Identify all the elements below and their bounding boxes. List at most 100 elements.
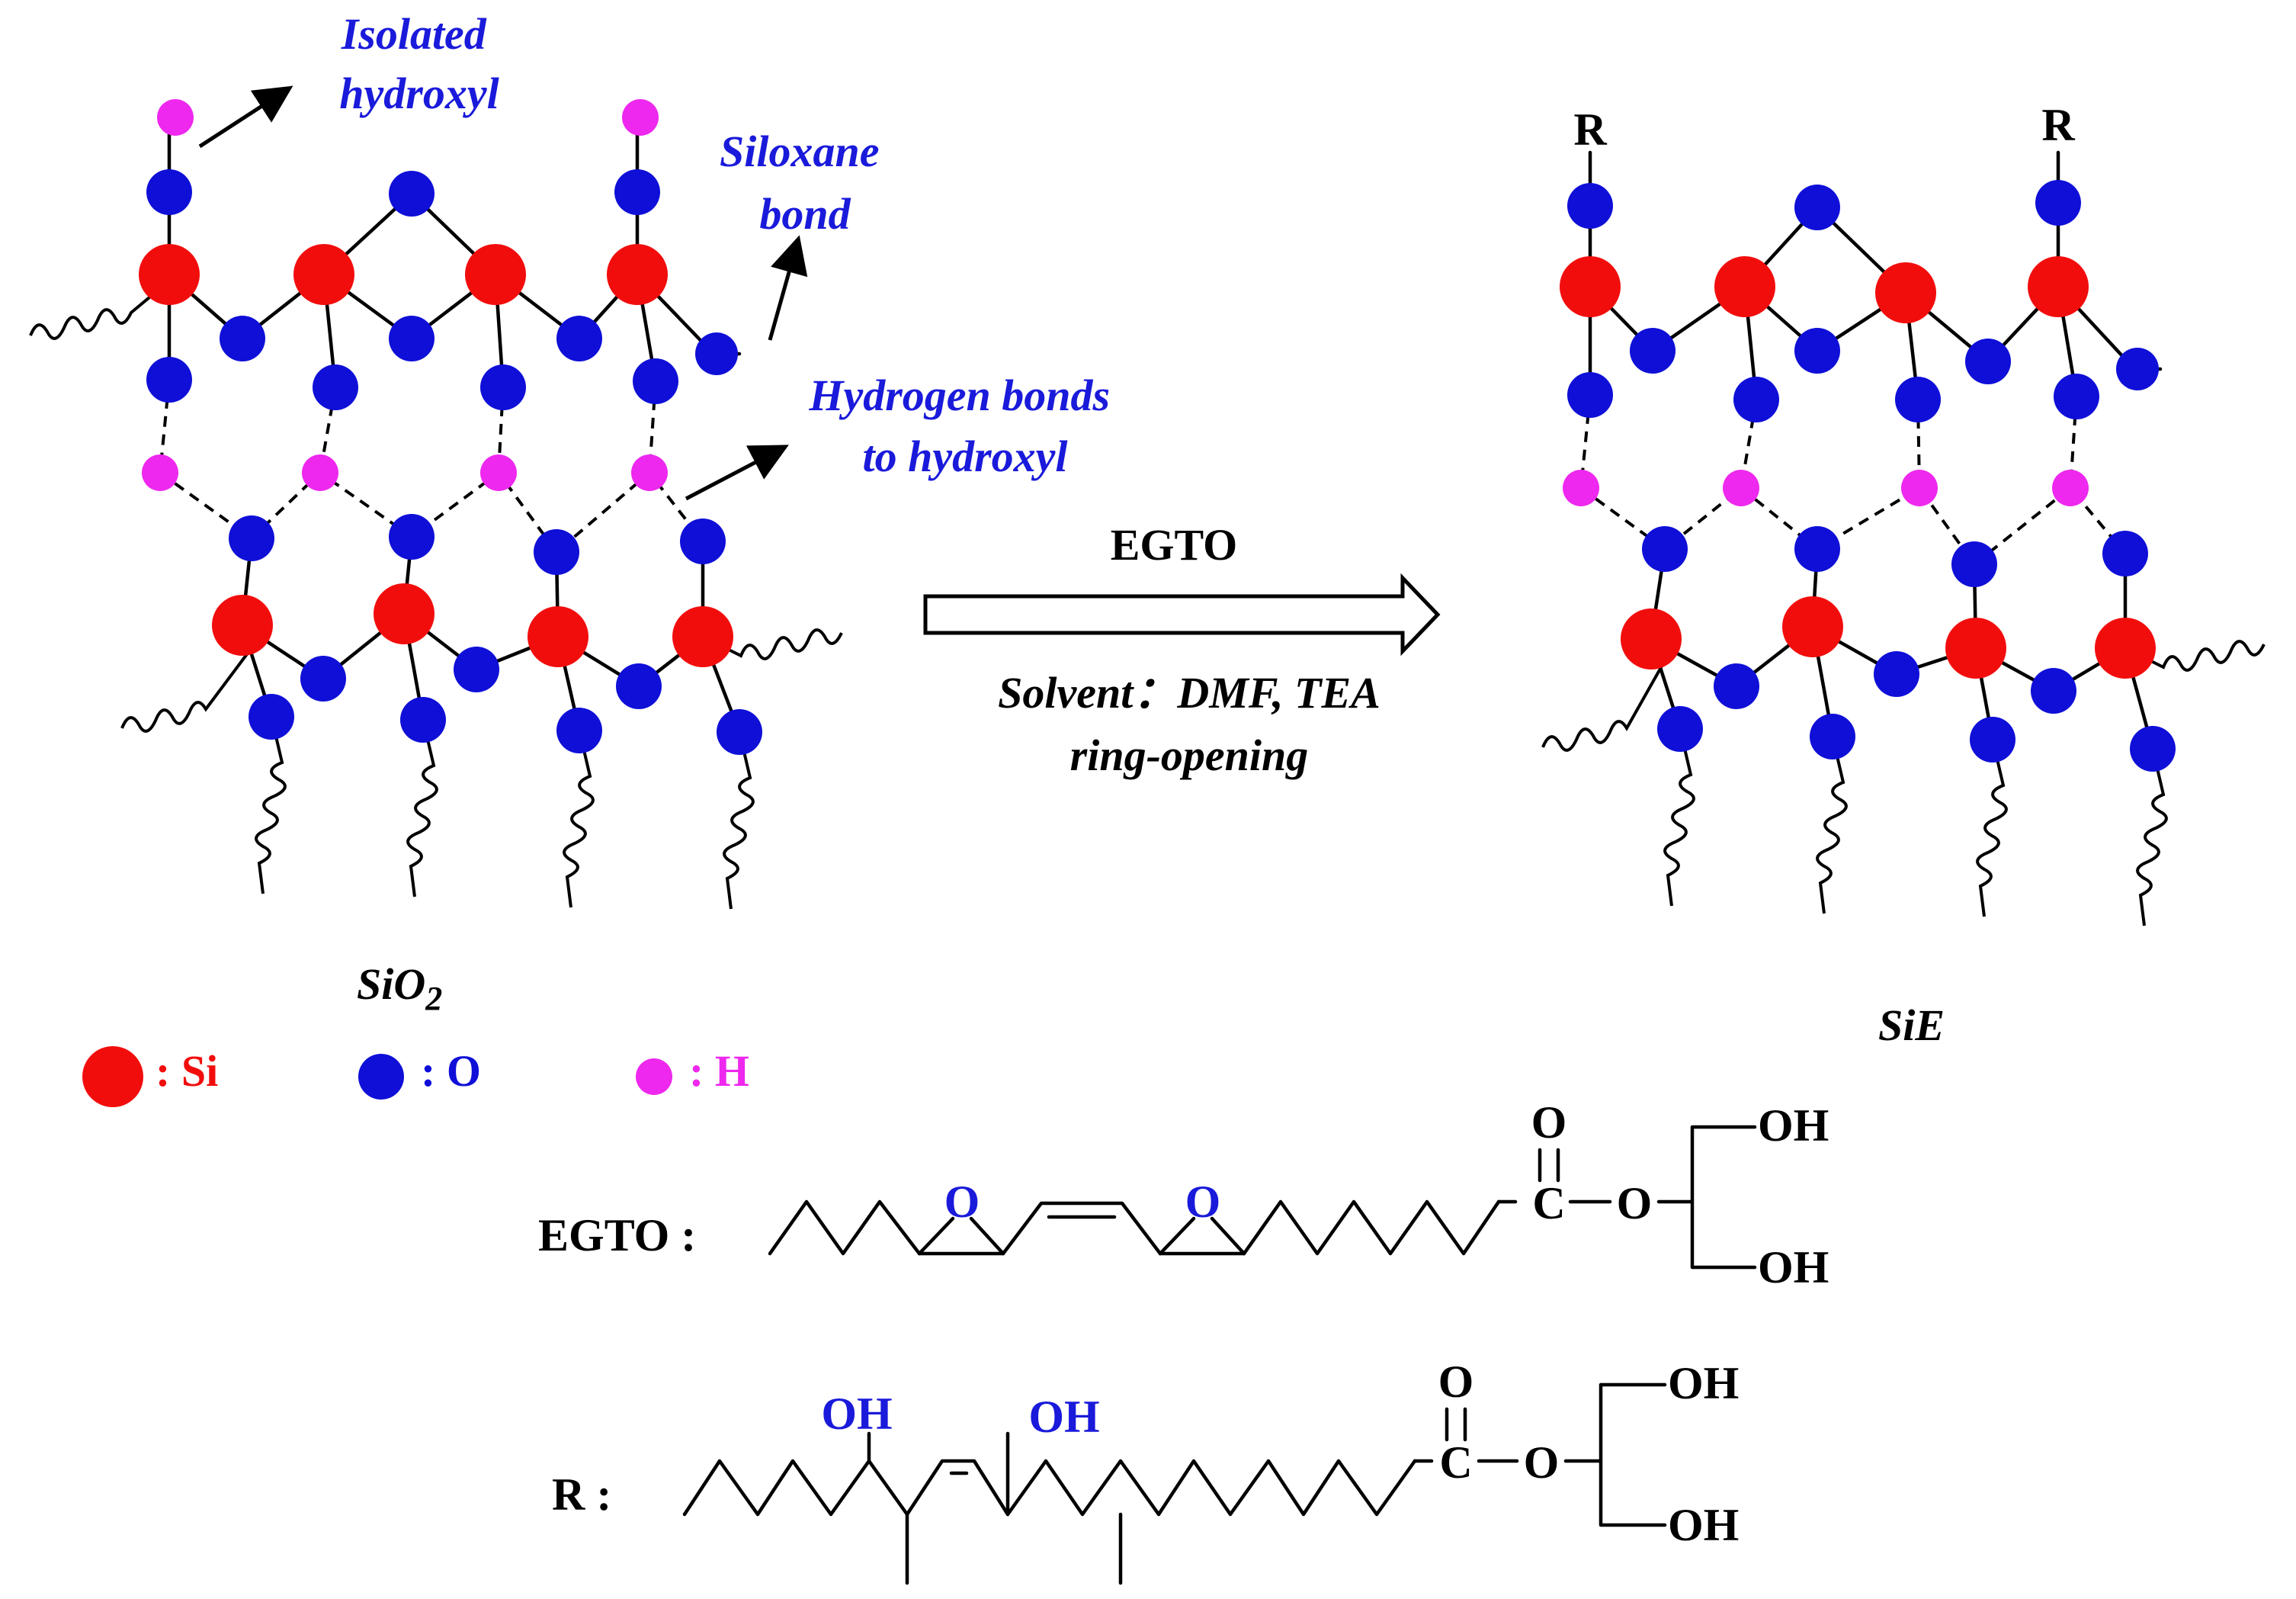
atom-o	[249, 694, 294, 740]
r-ester-oxygen: O	[1524, 1437, 1560, 1488]
legend-si-label: : Si	[156, 1046, 218, 1096]
atom-si	[1945, 618, 2006, 679]
atom-si	[374, 583, 435, 644]
atom-h	[480, 454, 517, 491]
atom-o	[614, 169, 660, 215]
atom-o	[454, 647, 499, 692]
atom-o	[556, 708, 602, 753]
atom-o	[534, 529, 579, 575]
r-carbonyl-carbon: C	[1439, 1437, 1472, 1488]
atom-o	[556, 316, 602, 361]
atom-h	[157, 99, 194, 136]
egto-carbonyl-oxygen: O	[1531, 1097, 1567, 1148]
r-structure: R : OH OH O C O OH OH	[552, 1357, 1739, 1585]
sio2-atoms	[139, 99, 762, 755]
atom-si	[2095, 618, 2156, 679]
epoxide-oxygen-1: O	[944, 1177, 980, 1227]
atom-o	[1874, 651, 1919, 697]
atom-si	[293, 244, 354, 305]
atom-o	[1794, 526, 1840, 572]
hydrogen-bonds-label: Hydrogen bonds to hydroxyl	[808, 371, 1121, 481]
atom-o	[1794, 328, 1840, 374]
atom-o	[2130, 726, 2176, 772]
egto-structure: EGTO : O O O C O OH OH	[538, 1097, 1829, 1292]
atom-si	[1782, 596, 1843, 657]
legend-h-label: : H	[689, 1046, 749, 1096]
sio2-network: Isolated hydroxyl Siloxane bond Hydrogen…	[29, 9, 1121, 1017]
atom-si	[465, 244, 526, 305]
legend-o-label: : O	[421, 1046, 481, 1096]
atom-o	[1642, 526, 1688, 572]
atom-o	[300, 656, 346, 702]
atom-o	[1567, 183, 1613, 229]
atom-si	[212, 595, 273, 656]
reagent-label: EGTO	[1111, 520, 1238, 570]
siloxane-bond-arrow	[768, 235, 808, 341]
atom-h	[1563, 470, 1599, 506]
atom-o	[1810, 714, 1855, 759]
atom-si	[672, 606, 733, 667]
atom-o	[633, 358, 678, 404]
atom-o	[695, 332, 738, 375]
atom-o	[220, 316, 265, 361]
r-hydroxyl-bottom: OH	[1668, 1500, 1739, 1550]
atom-h	[142, 454, 178, 491]
siloxane-bond-label: Siloxane bond	[720, 127, 890, 239]
atom-o	[146, 357, 192, 403]
legend-si-swatch	[82, 1046, 143, 1107]
sie-network: R R	[1541, 100, 2266, 926]
atom-o	[1630, 328, 1676, 374]
r-group-label: R	[1573, 104, 1607, 155]
ring-opening-label: ring-opening	[1070, 730, 1309, 780]
reaction-arrow: EGTO Solvent：DMF, TEA ring-opening	[923, 520, 1441, 780]
atom-o	[389, 316, 435, 361]
sio2-wavy-ends	[29, 281, 843, 910]
atom-o	[389, 171, 435, 217]
atom-si	[2028, 256, 2089, 317]
egto-label: EGTO :	[538, 1210, 696, 1260]
atom-o	[389, 514, 435, 560]
atom-si	[528, 606, 588, 667]
isolated-hydroxyl-label: Isolated hydroxyl	[339, 9, 499, 118]
atom-h	[1723, 470, 1759, 506]
r-hydroxyl-top: OH	[1668, 1358, 1739, 1408]
r-hydroxyl-1: OH	[821, 1389, 892, 1439]
r-group-label: R	[2041, 100, 2075, 150]
sie-atoms	[1560, 180, 2176, 772]
atom-o	[146, 169, 192, 215]
atom-o	[1714, 663, 1759, 709]
epoxide-oxygen-2: O	[1185, 1177, 1221, 1227]
atom-h	[2052, 470, 2089, 506]
atom-si	[139, 244, 200, 305]
atom-o	[2116, 348, 2159, 390]
atom-o	[2035, 180, 2081, 226]
atom-si	[1875, 262, 1936, 323]
legend-o-swatch	[358, 1054, 404, 1100]
atom-o	[1965, 339, 2011, 384]
hydrogen-bond-arrow	[685, 445, 789, 501]
solvent-label: Solvent：DMF, TEA	[998, 668, 1380, 718]
atom-o	[1970, 717, 2015, 763]
atom-o	[1951, 541, 1997, 587]
atom-si	[1560, 256, 1621, 317]
legend-h-swatch	[636, 1058, 672, 1095]
atom-si	[1621, 608, 1682, 669]
atom-o	[1895, 377, 1941, 422]
atom-o	[2031, 668, 2076, 714]
r-hydroxyl-2: OH	[1028, 1392, 1099, 1442]
atom-o	[480, 364, 526, 410]
atom-o	[229, 515, 274, 561]
atom-si	[607, 244, 668, 305]
atom-si	[1714, 256, 1775, 317]
egto-hydroxyl-bottom: OH	[1758, 1242, 1829, 1292]
atom-o	[1657, 706, 1703, 752]
atom-o	[1794, 185, 1840, 230]
sie-label: SiE	[1878, 1000, 1945, 1050]
egto-carbonyl-carbon: C	[1532, 1178, 1565, 1228]
atom-o	[313, 364, 358, 410]
isolated-hydroxyl-arrow	[198, 85, 293, 149]
r-carbonyl-oxygen: O	[1438, 1357, 1474, 1407]
atom-o	[1567, 372, 1613, 418]
atom-o	[2054, 374, 2099, 419]
